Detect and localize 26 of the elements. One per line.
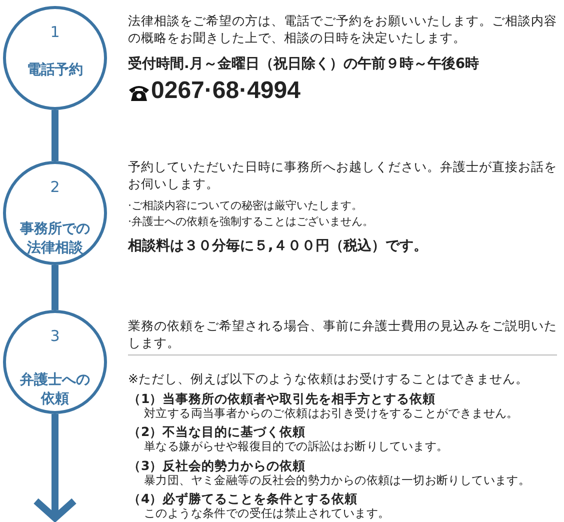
description-text: 予約していただいた日時に事務所へお越しください。弁護士が直接お話をお伺いします。 [128,158,558,192]
step-title: 弁護士への依頼 [19,371,91,409]
step-title: 電話予約 [26,61,84,80]
description-text: ※ただし、例えば以下のような依頼はお受けすることはできません。 [128,370,530,387]
note-text: ·ご相談内容についての秘密は厳守いたします。 [128,198,364,214]
description-text: 業務の依頼をご希望される場合、事前に弁護士費用の見込みをご説明いたします。 [128,317,558,351]
connector-line [52,265,58,310]
arrow [32,414,78,522]
note-text: ·弁護士への依頼を強制することはございません。 [128,214,374,230]
highlight-text: 相談料は３０分毎に５,４００円（税込）です。 [128,238,428,255]
item-text: 対立する両当事者からのご依頼はお引き受けをすることができません。 [144,406,520,422]
description-text: 法律相談をご希望の方は、電話でご予約をお願いいたします。ご相談内容の概略をお聞きした上で、相談の日時を決定いたします。 [128,12,558,46]
step-number: 3 [49,327,61,345]
step-number: 1 [49,23,61,41]
item-text: このような条件での受任は禁止されています。 [144,506,391,522]
step-title: 事務所での法律相談 [19,220,91,258]
step-number: 2 [49,178,61,196]
item-text: 暴力団、ヤミ金融等の反社会的勢力からの依頼は一切お断りしています。 [144,472,532,489]
item-heading: （1）当事務所の依頼者や取引先を相手方とする依頼 [128,390,437,407]
item-heading: （3）反社会的勢力からの依頼 [128,457,307,474]
phone-number: 0267·68·4994 [151,76,300,106]
item-heading: （2）不当な目的に基づく依頼 [128,423,307,440]
item-heading: （4）必ず勝てることを条件とする依頼 [128,490,359,507]
connector-line [52,110,58,161]
highlight-text: 受付時間.月～金曜日（祝日除く）の午前９時～午後6時 [128,56,480,73]
item-text: 単なる嫌がらせや報復目的での訴訟はお断りしています。 [144,438,450,455]
